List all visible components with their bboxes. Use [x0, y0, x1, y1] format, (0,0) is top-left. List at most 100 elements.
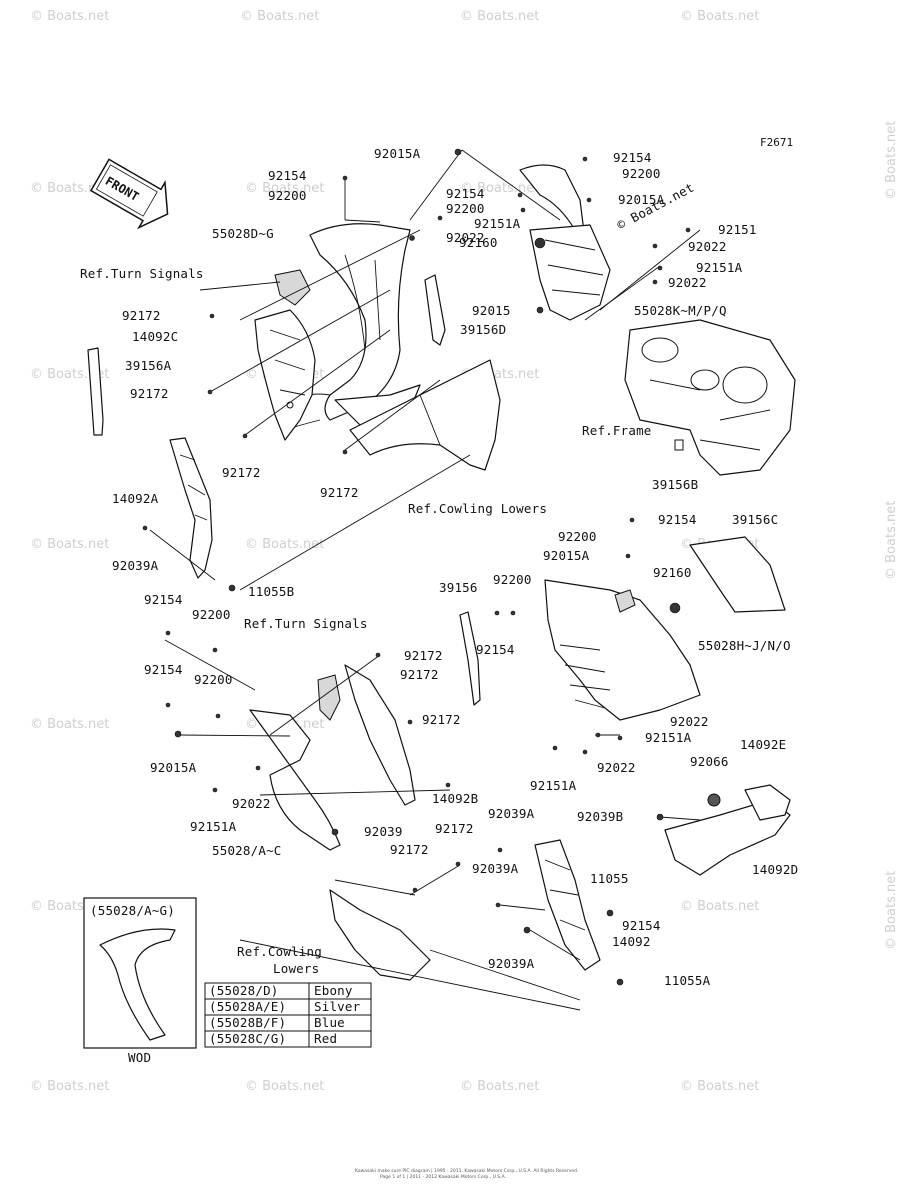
reference-label: Ref.Frame: [582, 423, 652, 438]
part-number-label: 92039: [364, 824, 403, 839]
part-number-label: 92151A: [190, 819, 237, 834]
part-number-label: 92039A: [472, 861, 519, 876]
part-number-label: 14092B: [432, 791, 478, 806]
part-number-label: 11055B: [248, 584, 294, 599]
watermark: © Boats.net: [680, 9, 759, 24]
watermark: © Boats.net: [245, 181, 324, 196]
part-number-label: 92039A: [112, 558, 159, 573]
part-number-label: 92200: [446, 201, 485, 216]
leader-line: [149, 529, 216, 581]
part-number-label: 92022: [446, 230, 485, 245]
part-number-label: 11055A: [664, 973, 711, 988]
table-cell-code: (55028B/F): [209, 1015, 286, 1030]
part-number-label: 92200: [268, 188, 307, 203]
part-number-label: 92172: [400, 667, 439, 682]
part-number-label: 92200: [493, 572, 532, 587]
hardware-markers: [142, 148, 691, 986]
part-number-label: 92172: [320, 485, 359, 500]
part-number-label: 92022: [670, 714, 709, 729]
cowling-lower-ref-top: [349, 359, 501, 471]
reference-label: Ref.Cowling Lowers: [408, 501, 547, 516]
watermark: © Boats.net: [884, 871, 899, 950]
watermark: © Boats.net: [245, 537, 324, 552]
part-number-label: 14092D: [752, 862, 798, 877]
part-number-label: 55028H~J/N/O: [698, 638, 791, 653]
front-arrow-icon: FRONT: [89, 158, 169, 230]
table-cell-code: (55028/D): [209, 983, 279, 998]
turn-signal-top: [274, 269, 311, 306]
table-cell-code: (55028A/E): [209, 999, 286, 1014]
figure-code: F2671: [760, 136, 793, 149]
part-number-label: 92022: [597, 760, 636, 775]
part-number-label: 14092A: [112, 491, 159, 506]
part-number-label: 55028D~G: [212, 226, 274, 241]
part-number-label: 39156A: [125, 358, 172, 373]
part-number-label: 92154: [144, 592, 183, 607]
part-number-label: 39156C: [732, 512, 778, 527]
part-number-label: 92151A: [474, 216, 521, 231]
copyright-footer: Kawasaki make sure PIC diagram | 1995 - …: [355, 1168, 578, 1174]
part-number-label: 55028K~M/P/Q: [634, 303, 727, 318]
part-number-label: 55028/A~C: [212, 843, 282, 858]
leader-line: [239, 454, 471, 591]
part-number-label: 14092E: [740, 737, 786, 752]
strip-39156D: [424, 274, 446, 346]
part-number-label: 92039A: [488, 806, 535, 821]
watermark: © Boats.net: [30, 181, 109, 196]
cowling-lower-ref-bottom: [329, 889, 431, 981]
inner-panel-14092C: [254, 309, 316, 441]
watermark: © Boats.net: [680, 899, 759, 914]
part-number-label: 14092C: [132, 329, 178, 344]
part-number-label: 92066: [690, 754, 729, 769]
part-number-label: 92172: [130, 386, 169, 401]
table-cell-color: Blue: [314, 1015, 345, 1030]
part-number-label: 92015A: [374, 146, 421, 161]
reference-label: Lowers: [273, 961, 319, 976]
upper-cowl-55028D-G: [284, 223, 421, 431]
part-number-label: 92151A: [645, 730, 692, 745]
part-number-label: 92151A: [530, 778, 577, 793]
panel-39156C: [689, 536, 786, 613]
bracket-14092A: [169, 437, 213, 579]
part-number-label: 92039B: [577, 809, 623, 824]
watermark: © Boats.net: [460, 1079, 539, 1094]
part-number-label: 92172: [390, 842, 429, 857]
part-number-label: 39156B: [652, 477, 698, 492]
part-number-label: 92172: [404, 648, 443, 663]
part-number-label: 92151: [718, 222, 757, 237]
leader-lines: [164, 149, 701, 1011]
part-number-label: 92200: [622, 166, 661, 181]
watermark: © Boats.net: [884, 121, 899, 200]
part-number-label: 92154: [144, 662, 183, 677]
watermark: © Boats.net: [240, 9, 319, 24]
watermark: © Boats.net: [680, 1079, 759, 1094]
part-number-label: 92160: [459, 235, 498, 250]
watermark: © Boats.net: [30, 717, 109, 732]
part-number-label: 92154: [446, 186, 485, 201]
strip-39156: [459, 611, 481, 706]
inset-title: (55028/A~G): [90, 903, 175, 918]
part-number-label: 92022: [232, 796, 271, 811]
part-number-label: 92154: [476, 642, 515, 657]
part-number-label: 92172: [222, 465, 261, 480]
table-cell-code: (55028C/G): [209, 1031, 286, 1046]
part-number-label: 39156D: [460, 322, 506, 337]
frame-ref: [624, 319, 796, 476]
bracket-14092D-E: [664, 784, 791, 876]
table-cell-color: Silver: [314, 999, 361, 1014]
part-number-label: 92151A: [696, 260, 743, 275]
watermark: © Boats.net: [30, 1079, 109, 1094]
part-number-label: 92200: [192, 607, 231, 622]
table-cell-color: Ebony: [314, 983, 353, 998]
reference-label: Ref.Turn Signals: [244, 616, 368, 631]
part-number-label: 92172: [422, 712, 461, 727]
part-number-label: 92015A: [150, 760, 197, 775]
strip-39156A: [87, 347, 104, 436]
part-number-label: 92015A: [618, 192, 665, 207]
part-number-label: 39156: [439, 580, 478, 595]
part-number-label: 11055: [590, 871, 629, 886]
watermark: © Boats.net: [245, 1079, 324, 1094]
color-table: (55028/D) Ebony (55028A/E) Silver (55028…: [204, 982, 372, 1048]
part-number-label: 92154: [622, 918, 661, 933]
